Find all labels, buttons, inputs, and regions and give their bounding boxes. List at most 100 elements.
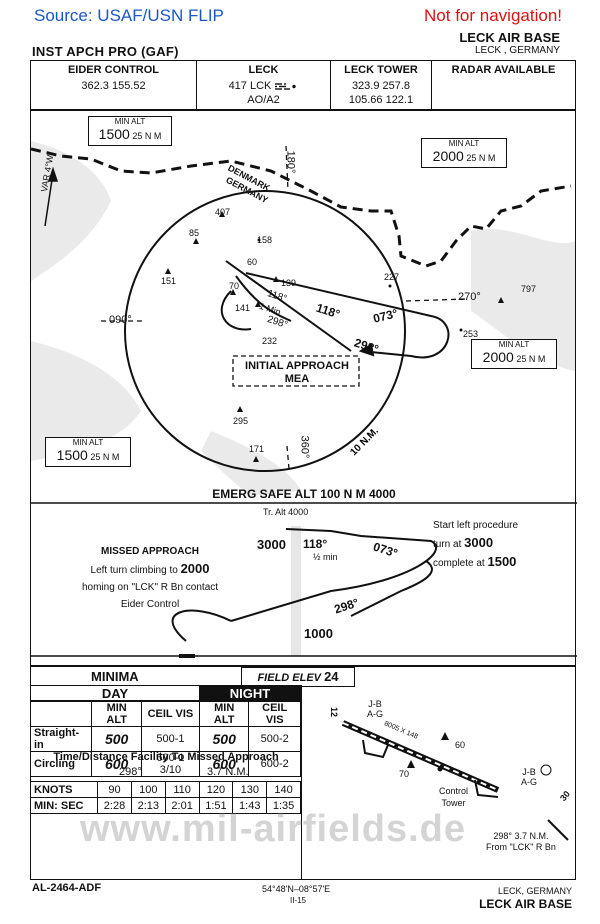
obstacle-elev: 141 (235, 303, 251, 313)
frequency-strip: EIDER CONTROL 362.3 155.52 LECK 417 LCK … (30, 60, 576, 110)
base-location: LECK , GERMANY (474, 45, 560, 56)
field-elevation-label: FIELD ELEV (257, 672, 322, 684)
note-alt-1500: 1500 (487, 554, 517, 569)
obstacle-markers (165, 211, 504, 462)
leck-nav-label: LECK (248, 64, 279, 76)
missed-approach-altitude: 2000 (180, 561, 210, 576)
min-alt-box-ne: MIN ALT 2000 25 N M (421, 138, 507, 168)
tower-label-1: Control (439, 786, 469, 796)
beacon-note-1: 298° 3.7 N.M. (493, 831, 549, 841)
footer-base: LECK AIR BASE (479, 897, 572, 911)
not-for-navigation-warning: Not for navigation! (424, 6, 562, 25)
obstacle-elev: 158 (257, 235, 273, 245)
leck-tower-cell: LECK TOWER 323.9 257.8 105.66 122.1 (331, 61, 432, 109)
note-line1: Start left procedure (433, 520, 519, 531)
plan-view-panel: 10 N.M. (30, 110, 577, 666)
obstacle-elev: 171 (249, 444, 265, 454)
obstacle-elev: 295 (233, 416, 249, 426)
airport-obstacle-70: 70 (399, 769, 410, 779)
cell: 140 (266, 781, 301, 798)
obstacle-elev: 253 (463, 329, 479, 339)
cell: 1:51 (198, 797, 234, 814)
note-line3: complete at (433, 558, 488, 569)
cell: 2:01 (164, 797, 200, 814)
border-line (31, 147, 572, 268)
radial-090: 090° (109, 314, 132, 326)
arresting-gear-label-a: J-B (522, 767, 536, 777)
obstacle-elev: 85 (189, 228, 200, 238)
cell: 600-2 (248, 751, 301, 777)
mea-label: MEA (284, 373, 310, 385)
row-label: Straight-in (31, 726, 93, 752)
watermark: www.mil-airfields.de (80, 808, 467, 850)
leck-nav-freq: 417 LCK (228, 80, 272, 92)
min-alt-distance: 25 N M (466, 153, 496, 163)
obstacle-elev: 70 (229, 281, 240, 291)
base-name: LECK AIR BASE (459, 30, 560, 45)
arresting-gear-east: J-B A-G (521, 767, 537, 787)
cell: 100 (130, 781, 166, 798)
profile-path (171, 528, 438, 642)
knots-label: KNOTS (31, 781, 99, 798)
emergency-safe-altitude: EMERG SAFE ALT 100 N M 4000 (212, 487, 396, 501)
cell: 500-2 (248, 726, 301, 752)
leck-tower-vhf: 105.66 122.1 (348, 94, 414, 106)
cell: 130 (232, 781, 268, 798)
obstacle-elev: 227 (384, 272, 400, 282)
initial-approach-box (232, 355, 360, 387)
min-alt-box-e: MIN ALT 2000 25 N M (471, 339, 557, 369)
profile-alt-1000: 1000 (304, 626, 333, 641)
beacon-note: 298° 3.7 N.M. From "LCK" R Bn (486, 831, 556, 853)
minima-title: MINIMA (91, 669, 139, 684)
time-distance-dist: 3.7 N.M. (207, 766, 249, 778)
minima-panel: MINIMA FIELD ELEV 24 DAY NIGHT MIN ALT C… (30, 666, 576, 880)
eider-control-freqs: 362.3 155.52 (81, 80, 146, 92)
min-alt-value: 1500 (98, 126, 130, 142)
table-row: KNOTS 90 100 110 120 130 140 (31, 781, 301, 798)
obstacle-elev: 407 (215, 207, 231, 217)
cell: 500 (199, 726, 250, 752)
min-alt-value: 2000 (482, 349, 514, 365)
inbound-track (225, 260, 352, 352)
holding-pattern (220, 275, 292, 331)
procedure-turn-note: Start left procedure turn at 3000 comple… (433, 517, 573, 572)
min-alt-box-nw: MIN ALT 1500 25 N M (88, 116, 172, 146)
arresting-gear-west: J-B A-G (367, 699, 383, 719)
cell: 120 (198, 781, 234, 798)
leck-tower-label: LECK TOWER (344, 64, 418, 76)
min-alt-distance: 25 N M (516, 354, 546, 364)
day-label: DAY (101, 686, 129, 701)
outbound-track (245, 272, 450, 359)
initial-approach-label: INITIAL APPROACH (245, 360, 349, 372)
col-header: MIN ALT (91, 701, 142, 727)
leck-nav-class: AO/A2 (247, 94, 280, 106)
airport-obstacle-60: 60 (455, 740, 466, 750)
leck-tower-uhf: 323.9 257.8 (351, 80, 411, 92)
min-alt-distance: 25 N M (90, 452, 120, 462)
cell: 600 (199, 751, 250, 777)
cell: 110 (164, 781, 200, 798)
obstacle-elev: 139 (281, 278, 297, 288)
missed-approach-line3: Eider Control (120, 599, 180, 610)
runway-12-label: 12 (329, 706, 340, 718)
minima-table: MIN ALT CEIL VIS MIN ALT CEIL VIS Straig… (31, 701, 301, 777)
missed-approach-line1: Left turn climbing to (90, 565, 181, 576)
profile-alt-3000: 3000 (257, 537, 286, 552)
cell: 600 (91, 751, 142, 777)
min-alt-label: MIN ALT (448, 139, 480, 148)
chart-title: INST APCH PRO (GAF) (32, 44, 179, 59)
beacon-note-2: From "LCK" R Bn (486, 842, 556, 852)
cell: 500-1 (140, 726, 201, 752)
day-night-bar: DAY NIGHT (31, 685, 301, 701)
arresting-gear-label-b: A-G (521, 777, 538, 787)
tower-label-2: Tower (441, 798, 466, 808)
airport-diagram (341, 720, 569, 841)
time-distance-title: Time/Distance Facility To Missed Approac… (53, 751, 279, 763)
morse-code-icon (275, 83, 297, 90)
radial-180: 180° (284, 150, 297, 174)
time-distance-course: 298° (119, 766, 142, 778)
cell: 2:28 (97, 797, 132, 814)
cell: 2:13 (130, 797, 166, 814)
missed-approach-line2: homing on "LCK" R Bn contact (81, 582, 219, 593)
night-label: NIGHT (199, 686, 301, 701)
